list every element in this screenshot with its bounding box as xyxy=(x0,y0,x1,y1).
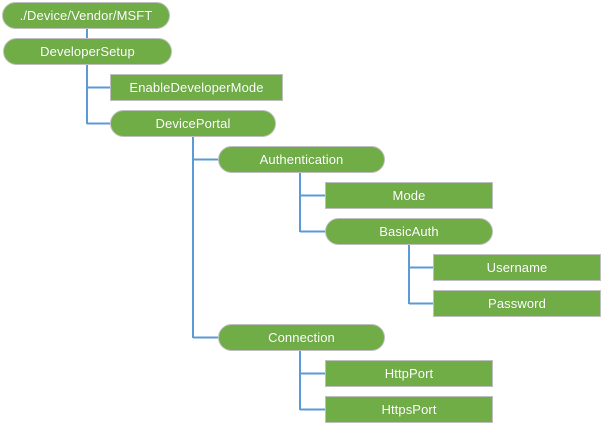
node-authentication[interactable]: Authentication xyxy=(218,146,385,173)
node-root[interactable]: ./Device/Vendor/MSFT xyxy=(2,2,170,29)
node-developersetup-label: DeveloperSetup xyxy=(40,44,135,59)
node-username[interactable]: Username xyxy=(433,254,601,281)
node-httpport-label: HttpPort xyxy=(384,366,434,381)
node-username-label: Username xyxy=(486,260,548,275)
node-mode-label: Mode xyxy=(392,188,426,203)
node-enabledevelopermode[interactable]: EnableDeveloperMode xyxy=(110,74,283,101)
node-httpsport[interactable]: HttpsPort xyxy=(325,396,493,423)
node-deviceportal[interactable]: DevicePortal xyxy=(110,110,276,137)
node-deviceportal-label: DevicePortal xyxy=(155,116,231,131)
node-basicauth[interactable]: BasicAuth xyxy=(325,218,493,245)
node-password[interactable]: Password xyxy=(433,290,601,317)
node-connection-label: Connection xyxy=(268,330,335,345)
node-root-label: ./Device/Vendor/MSFT xyxy=(19,8,153,23)
node-password-label: Password xyxy=(488,296,546,311)
node-httpport[interactable]: HttpPort xyxy=(325,360,493,387)
node-basicauth-label: BasicAuth xyxy=(379,224,439,239)
node-developersetup[interactable]: DeveloperSetup xyxy=(3,38,172,65)
node-mode[interactable]: Mode xyxy=(325,182,493,209)
node-connection[interactable]: Connection xyxy=(218,324,385,351)
node-enabledevelopermode-label: EnableDeveloperMode xyxy=(129,80,264,95)
node-httpsport-label: HttpsPort xyxy=(381,402,437,417)
node-authentication-label: Authentication xyxy=(259,152,344,167)
